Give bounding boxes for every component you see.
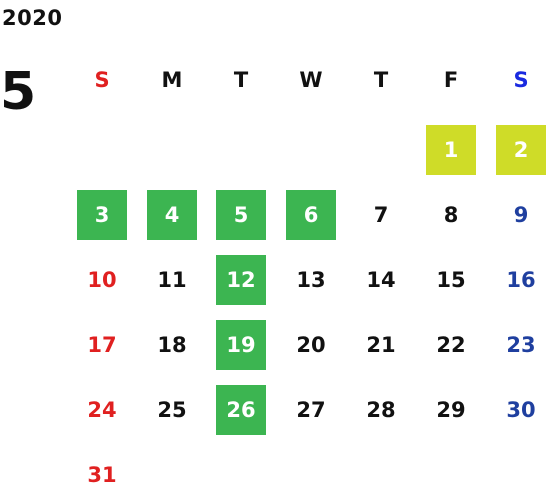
day-cell-27[interactable]: 27: [296, 398, 326, 422]
day-cell-26[interactable]: 26: [216, 385, 266, 435]
day-cell-30[interactable]: 30: [506, 398, 536, 422]
day-cell-19[interactable]: 19: [216, 320, 266, 370]
day-cell-2[interactable]: 2: [496, 125, 546, 175]
weekday-fri: F: [443, 68, 459, 92]
day-cell-18[interactable]: 18: [157, 333, 187, 357]
day-cell-11[interactable]: 11: [157, 268, 187, 292]
day-cell-4[interactable]: 4: [147, 190, 197, 240]
day-cell-23[interactable]: 23: [506, 333, 536, 357]
day-cell-31[interactable]: 31: [87, 463, 117, 487]
day-cell-20[interactable]: 20: [296, 333, 326, 357]
day-cell-9[interactable]: 9: [513, 203, 529, 227]
day-cell-29[interactable]: 29: [436, 398, 466, 422]
day-cell-5[interactable]: 5: [216, 190, 266, 240]
day-cell-10[interactable]: 10: [87, 268, 117, 292]
weekday-mon: M: [161, 68, 183, 92]
day-cell-12[interactable]: 12: [216, 255, 266, 305]
day-cell-22[interactable]: 22: [436, 333, 466, 357]
month-number: 5: [0, 62, 37, 122]
day-cell-28[interactable]: 28: [366, 398, 396, 422]
weekday-sun: S: [94, 68, 110, 92]
weekday-sat: S: [513, 68, 529, 92]
day-cell-3[interactable]: 3: [77, 190, 127, 240]
day-cell-13[interactable]: 13: [296, 268, 326, 292]
weekday-wed: W: [299, 68, 323, 92]
day-cell-21[interactable]: 21: [366, 333, 396, 357]
day-cell-14[interactable]: 14: [366, 268, 396, 292]
day-cell-8[interactable]: 8: [443, 203, 459, 227]
day-cell-15[interactable]: 15: [436, 268, 466, 292]
day-cell-6[interactable]: 6: [286, 190, 336, 240]
weekday-tue: T: [233, 68, 249, 92]
day-cell-7[interactable]: 7: [373, 203, 389, 227]
day-cell-17[interactable]: 17: [87, 333, 117, 357]
day-cell-24[interactable]: 24: [87, 398, 117, 422]
weekday-thu: T: [373, 68, 389, 92]
year-label: 2020: [2, 6, 63, 30]
day-cell-1[interactable]: 1: [426, 125, 476, 175]
day-cell-16[interactable]: 16: [506, 268, 536, 292]
day-cell-25[interactable]: 25: [157, 398, 187, 422]
